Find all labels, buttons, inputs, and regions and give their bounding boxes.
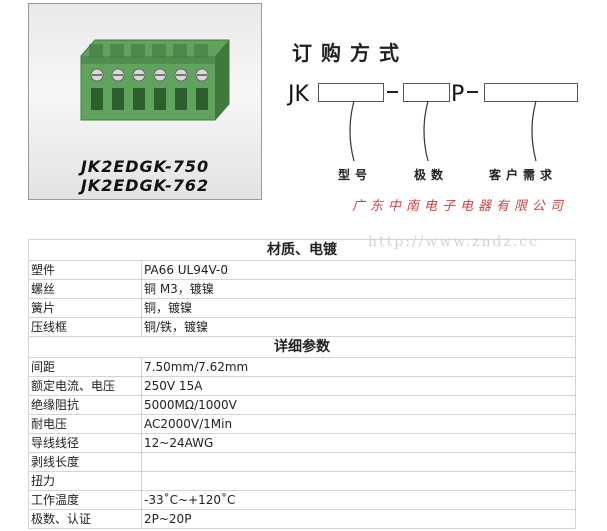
row-label: 额定电流、电压 (28, 376, 142, 396)
separator-dash (467, 91, 478, 93)
terminal-block-illustration (80, 39, 230, 121)
table-row: 压线框铜/铁，镀镍 (28, 317, 576, 337)
row-value (141, 452, 576, 472)
row-value: AC2000V/1Min (141, 414, 576, 434)
table-row: 扭力 (28, 471, 576, 491)
model-code-box (318, 83, 384, 102)
pole-cap (89, 44, 103, 58)
table-row: 工作温度-33˚C~+120˚C (28, 490, 576, 510)
row-label: 绝缘阻抗 (28, 395, 142, 415)
ordering-prefix: JK (288, 82, 309, 107)
row-label: 簧片 (28, 298, 142, 318)
wire-entry (196, 88, 208, 110)
row-value: 12~24AWG (141, 433, 576, 453)
section-header: 详细参数 (28, 336, 576, 358)
row-label: 间距 (28, 357, 142, 377)
row-value: 铜，镀镍 (141, 298, 576, 318)
table-row: 剥线长度 (28, 452, 576, 472)
model-line-1: JK2EDGK-750 (80, 157, 210, 176)
row-value (141, 471, 576, 491)
row-value: -33˚C~+120˚C (141, 490, 576, 510)
wire-entry (154, 88, 166, 110)
pole-count-box (403, 83, 450, 102)
row-value: 2P~20P (141, 509, 576, 529)
row-label: 导线线径 (28, 433, 142, 453)
caption-poles: 极数 (414, 168, 449, 182)
product-image-panel: JK2EDGK-750 JK2EDGK-762 (28, 3, 262, 200)
row-label: 耐电压 (28, 414, 142, 434)
row-label: 压线框 (28, 317, 142, 337)
pole-cap (194, 44, 208, 58)
row-value: 5000MΩ/1000V (141, 395, 576, 415)
connector-side (215, 40, 229, 120)
row-value: 7.50mm/7.62mm (141, 357, 576, 377)
wire-entry (112, 88, 124, 110)
table-row: 螺丝铜 M3，镀镍 (28, 279, 576, 299)
ordering-title: 订购方式 (292, 41, 408, 65)
company-watermark: 广东中南电子电器有限公司 (352, 199, 569, 214)
row-value: 铜 M3，镀镍 (141, 279, 576, 299)
row-value: 250V 15A (141, 376, 576, 396)
caption-customer: 客户需求 (489, 168, 558, 182)
separator-dash (387, 91, 398, 93)
pole-cap (173, 44, 187, 58)
wire-entry (133, 88, 145, 110)
url-watermark: http://www.zndz.cc (368, 234, 539, 250)
model-line-2: JK2EDGK-762 (80, 176, 210, 195)
customer-requirement-box (484, 83, 578, 102)
wire-entry (91, 88, 103, 110)
section-header: 材质、电镀 (28, 239, 576, 261)
row-label: 极数、认证 (28, 509, 142, 529)
row-value: 铜/铁，镀镍 (141, 317, 576, 337)
wire-entry (175, 88, 187, 110)
pole-cap (110, 44, 124, 58)
ordering-p-char: P (451, 82, 465, 107)
row-label: 螺丝 (28, 279, 142, 299)
leader-lines (349, 101, 537, 162)
caption-model: 型号 (338, 168, 373, 182)
section-title-params: 详细参数 (28, 336, 576, 358)
pole-cap (152, 44, 166, 58)
row-label: 工作温度 (28, 490, 142, 510)
row-label: 扭力 (28, 471, 142, 491)
section-title-material: 材质、电镀 (28, 239, 576, 261)
row-label: 塑件 (28, 260, 142, 280)
pole-cap (131, 44, 145, 58)
connector-top-ridge (81, 56, 215, 64)
table-row: 簧片铜，镀镍 (28, 298, 576, 318)
row-value: PA66 UL94V-0 (141, 260, 576, 280)
row-label: 剥线长度 (28, 452, 142, 472)
